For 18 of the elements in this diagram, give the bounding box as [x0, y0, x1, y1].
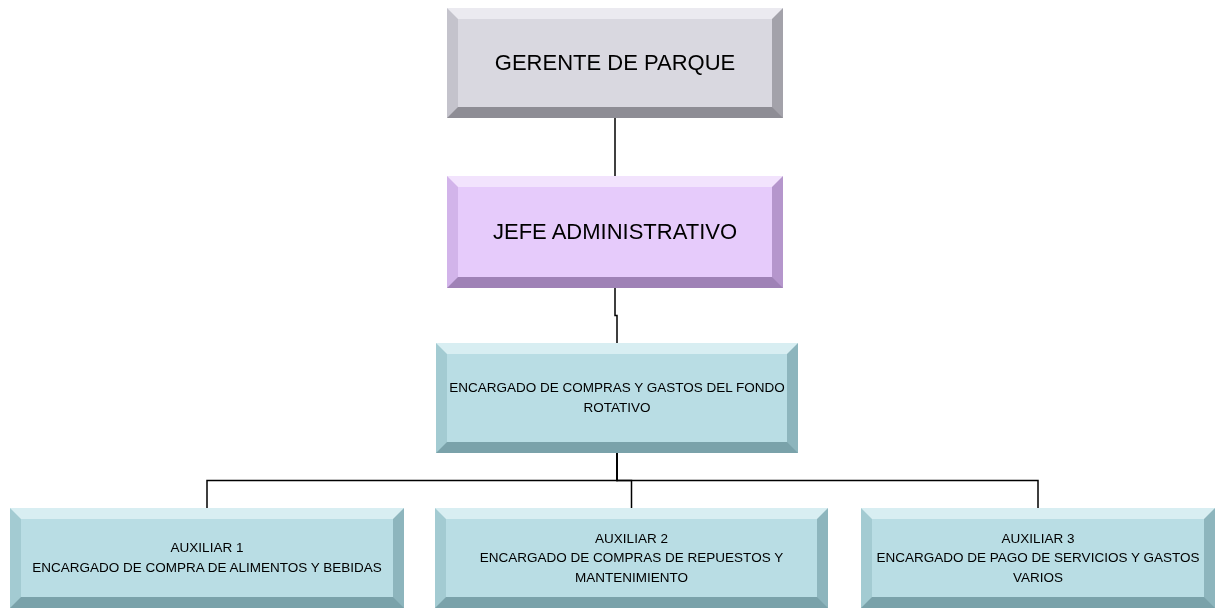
- position-title: GERENTE DE PARQUE: [494, 49, 736, 78]
- manager-box: [447, 8, 783, 118]
- connector-line: [614, 117, 616, 177]
- position-box: [436, 343, 798, 453]
- position-title: ENCARGADO DE COMPRAS Y GASTOS DEL FONDO ROTATIVO: [448, 379, 786, 417]
- position-box: [447, 176, 783, 288]
- position-box: [10, 508, 404, 608]
- position-box: [435, 508, 828, 608]
- position-description: ENCARGADO DE PAGO DE SERVICIOS Y GASTOS VARIOS: [875, 549, 1201, 587]
- position-title: AUXILIAR 2: [595, 529, 668, 548]
- position-title: AUXILIAR 3: [1001, 529, 1075, 548]
- position-description: ENCARGADO DE COMPRA DE ALIMENTOS Y BEBIDAS: [32, 559, 382, 577]
- position-title: AUXILIAR 1: [170, 539, 244, 558]
- connector-line: [614, 287, 618, 344]
- position-description: ENCARGADO DE COMPRAS DE REPUESTOS Y MANTENIMIENTO: [478, 549, 785, 587]
- position-title: JEFE ADMINISTRATIVO: [492, 218, 738, 247]
- connector-line: [616, 452, 1039, 509]
- position-box: [861, 508, 1215, 608]
